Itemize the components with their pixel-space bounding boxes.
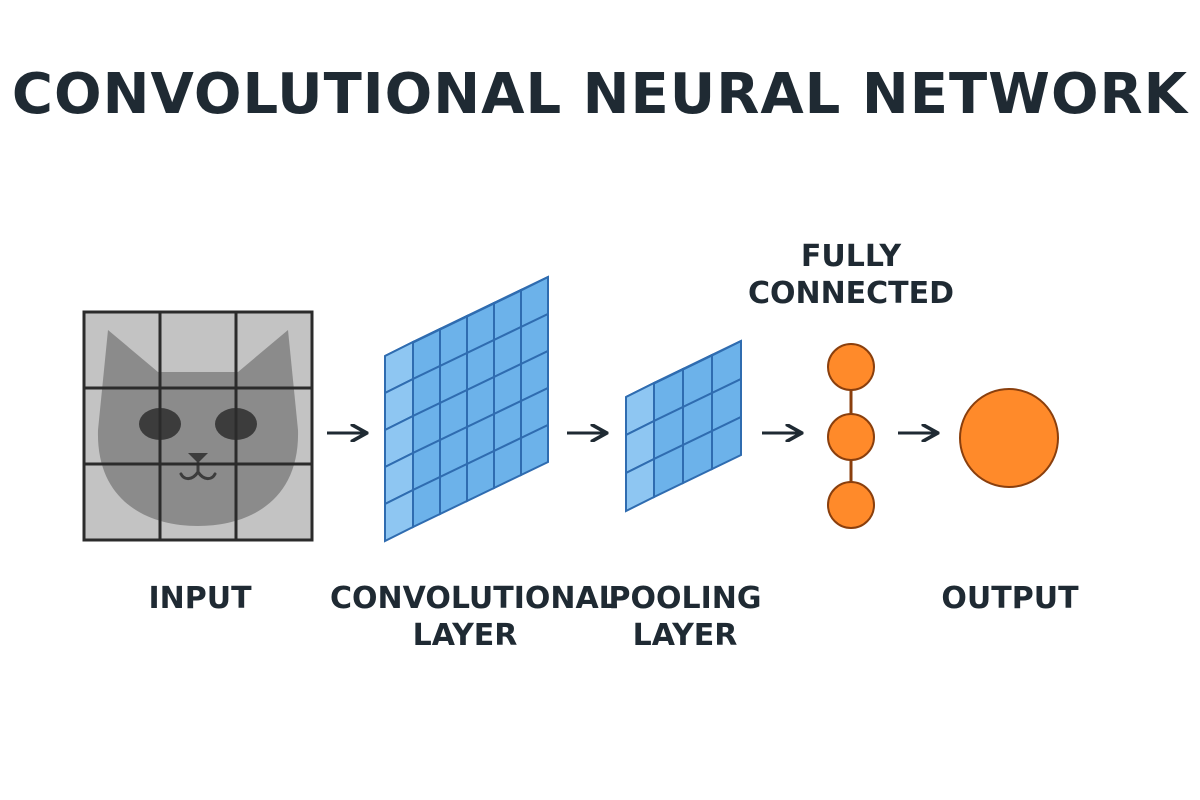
label-pool-line1: POOLING: [608, 581, 762, 616]
label-output-text: OUTPUT: [941, 581, 1079, 616]
label-conv-line1: CONVOLUTIONAL: [330, 581, 618, 616]
label-fully-connected-line2: CONNECTED: [747, 276, 955, 311]
label-input-text: INPUT: [148, 581, 252, 616]
pool-cube-side-cell: [625, 457, 655, 513]
fc-node-3: [827, 481, 875, 529]
fc-node-2: [827, 413, 875, 461]
diagram-title: CONVOLUTIONAL NEURAL NETWORK: [11, 62, 1189, 127]
label-fully-connected-line1: FULLY: [800, 239, 902, 274]
conv-cube-top-cell: [492, 276, 549, 305]
fully-connected-layer: [827, 343, 875, 529]
cat-nose: [188, 453, 208, 463]
label-fully-connected: FULLY CONNECTED: [740, 238, 962, 312]
cat-icon: [97, 330, 299, 526]
label-pooling-layer: POOLING LAYER: [600, 580, 770, 654]
pool-cube-top-cell: [683, 340, 742, 370]
conv-cube-cell: [520, 423, 549, 477]
input-image: [82, 310, 314, 542]
convolutional-layer-block: [384, 275, 549, 543]
label-convolutional-layer: CONVOLUTIONAL LAYER: [330, 580, 618, 654]
label-input: INPUT: [100, 580, 300, 617]
output-node: [959, 388, 1059, 488]
input-grid-border: [82, 310, 314, 542]
fc-node-1: [827, 343, 875, 391]
pooling-layer-block: [625, 339, 742, 513]
label-conv-line2: LAYER: [412, 618, 518, 653]
conv-cube-side-cell: [384, 488, 414, 543]
input-grid: [82, 310, 314, 542]
pool-cube-cell: [711, 415, 742, 471]
label-output: OUTPUT: [910, 580, 1110, 617]
label-pool-line2: LAYER: [632, 618, 738, 653]
